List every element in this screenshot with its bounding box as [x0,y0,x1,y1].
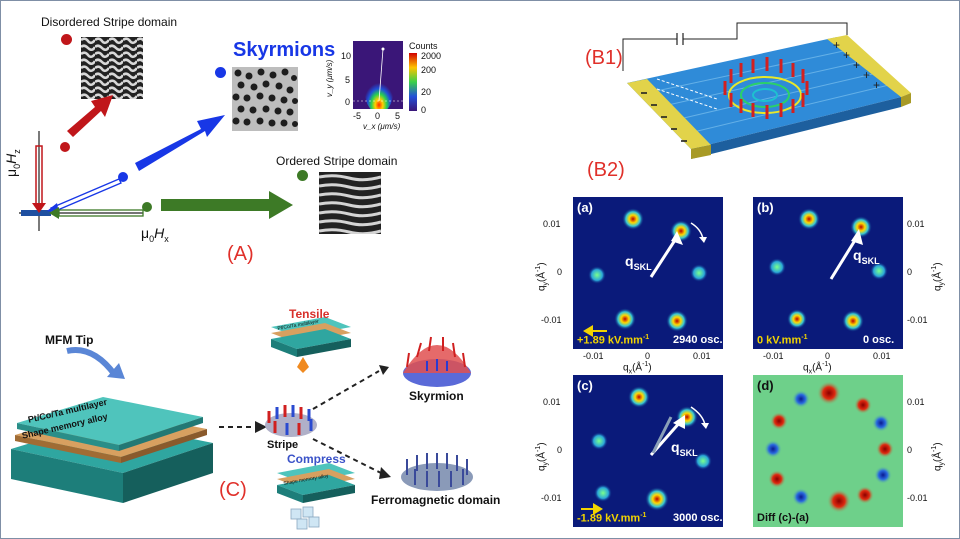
svg-text:+: + [843,48,850,62]
axis-x-label: μ0Hx [141,225,169,244]
tensile-label: Tensile [289,307,330,321]
qskl-label-c: qSKL [671,439,698,458]
qy-label-d: qy(Å-1) [931,442,946,471]
qy-label-b: qy(Å-1) [931,262,946,291]
subpanel-a-tag: (a) [577,200,593,215]
diffraction-pattern-c [581,386,712,515]
inset-ylabel: v_y (μm/s) [325,59,334,97]
inset-y-tick: 10 [341,51,352,61]
compress-label: Compress [287,452,346,466]
inset-y-tick: 0 [345,97,351,107]
svg-text:+: + [833,38,840,52]
skyrmion-dot [215,67,226,78]
ytick-b: -0.01 [907,315,928,325]
xtick-a: 0.01 [693,351,711,361]
colorbar-title: Counts [409,41,438,51]
qy-label-c: qy(Å-1) [535,442,550,471]
svg-text:+: + [853,58,860,72]
xtick-b: 0 [825,351,831,361]
field-label-c: -1.89 kV.mm-1 [577,512,647,525]
axis-z-label: μ0Hz [3,149,22,177]
panel-b1-label: (B1) [585,47,623,69]
skyrmion-lattice-image [232,67,298,131]
mfm-tip-label: MFM Tip [45,333,94,347]
inset-colorbar [409,53,417,111]
qx-label-b: qx(Å-1) [803,361,832,376]
ferromagnetic-label: Ferromagnetic domain [371,493,501,507]
panel-c-label: (C) [219,479,247,501]
xtick-b: 0.01 [873,351,891,361]
subpanel-c: (c) qSKL -1.89 kV.mm-1 3000 osc. [573,375,723,527]
stripe-label: Stripe [267,439,299,451]
field-label-b: 0 kV.mm-1 [757,334,808,347]
ordered-stripe-title: Ordered Stripe domain [276,154,398,168]
inset-y-tick: 5 [345,75,351,85]
qx-label-a: qx(Å-1) [623,361,652,376]
diff-label-d: Diff (c)-(a) [757,512,809,524]
ordered-dot [297,170,308,181]
ytick-c: 0.01 [543,397,561,407]
disordered-dot [61,34,72,45]
qskl-label-b: qSKL [853,247,880,266]
xtick-b: -0.01 [763,351,784,361]
colorbar-tick: 20 [421,87,432,97]
ytick-d: 0.01 [907,397,925,407]
ytick-c: 0 [557,445,563,455]
disordered-stripe-title: Disordered Stripe domain [41,15,178,29]
ytick-b: 0 [907,267,913,277]
ytick-c: -0.01 [541,493,562,503]
disordered-stripe-image [81,37,143,99]
subpanel-d-tag: (d) [757,378,774,393]
panel-a-label: (A) [227,243,254,265]
svg-text:+: + [873,78,880,92]
xtick-a: -0.01 [583,351,604,361]
subpanel-b-tag: (b) [757,200,774,215]
ordered-stripe-image [319,172,381,234]
difference-map-d [764,381,894,513]
osc-label-b: 0 osc. [863,334,895,346]
ytick-a: -0.01 [541,315,562,325]
ytick-d: -0.01 [907,493,928,503]
field-label-a: +1.89 kV.mm-1 [577,334,650,347]
ytick-a: 0 [557,267,563,277]
colorbar-tick: 2000 [421,51,442,61]
colorbar-tick: 0 [421,105,427,115]
panel-b2-label: (B2) [587,159,625,181]
ytick-a: 0.01 [543,219,561,229]
qy-label-a: qy(Å-1) [535,262,550,291]
skyrmions-title: Skyrmions [233,39,336,61]
field-path-diagram [19,95,293,231]
skyrmion-outcome-label: Skyrmion [409,389,464,403]
osc-label-a: 2940 osc. [673,334,723,346]
device-schematic: +++++ [622,22,911,159]
qskl-label-a: qSKL [625,253,652,272]
svg-text:+: + [863,68,870,82]
subpanel-c-tag: (c) [577,378,593,393]
diffraction-pattern-b [768,208,888,332]
strain-control-schematic [11,317,473,530]
inset-x-tick: -5 [353,111,362,121]
subpanel-a: (a) qSKL +1.89 kV.mm-1 2940 osc. [573,197,723,349]
colorbar-tick: 200 [421,65,437,75]
ytick-b: 0.01 [907,219,925,229]
diffraction-pattern-a [583,208,708,337]
subpanel-b: (b) qSKL 0 kV.mm-1 0 osc. [753,197,903,349]
subpanel-d: (d) Diff (c)-(a) [753,375,903,527]
inset-plot [353,41,403,109]
inset-x-tick: 5 [395,111,401,121]
xtick-a: 0 [645,351,651,361]
osc-label-c: 3000 osc. [673,512,723,524]
ytick-d: 0 [907,445,913,455]
inset-xlabel: v_x (μm/s) [363,122,401,131]
inset-x-tick: 0 [375,111,381,121]
